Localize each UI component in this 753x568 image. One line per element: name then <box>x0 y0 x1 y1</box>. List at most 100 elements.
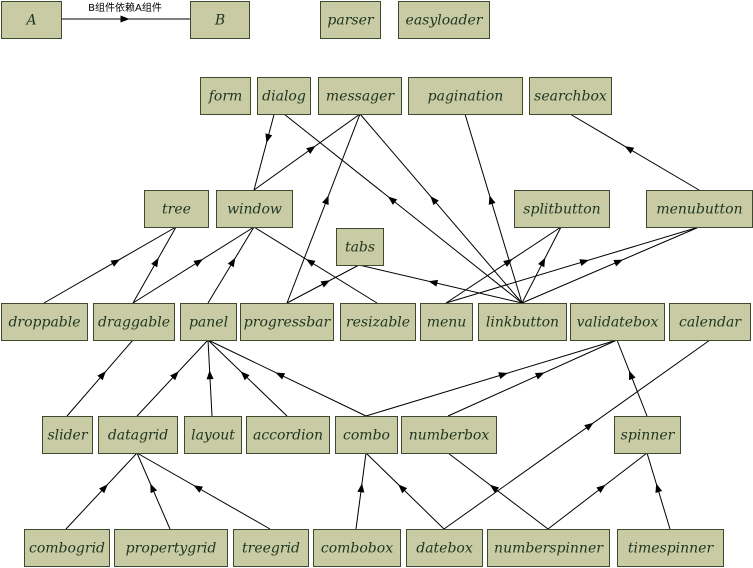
node-box-window <box>216 190 293 228</box>
node-resizable: resizable <box>340 303 416 341</box>
node-searchbox: searchbox <box>529 77 612 115</box>
node-menu: menu <box>420 303 473 341</box>
node-box-timespinner <box>617 529 724 567</box>
edge-datagrid-to-panel <box>136 339 209 417</box>
node-box-tree <box>144 190 209 228</box>
node-box-B <box>190 1 250 39</box>
arrowhead-linkbutton-to-tabs <box>428 279 439 287</box>
node-box-splitbutton <box>514 190 610 228</box>
node-label-draggable: draggable <box>98 315 170 331</box>
edge-droppable-to-tree <box>43 226 177 304</box>
node-box-numberbox <box>401 416 497 454</box>
node-box-parser <box>320 1 381 39</box>
arrowhead-timespinner-to-spinner <box>655 483 663 493</box>
arrowhead-accordion-to-panel <box>240 371 250 381</box>
node-box-searchbox <box>529 77 612 115</box>
node-box-draggable <box>93 303 175 341</box>
node-box-easyloader <box>398 1 490 39</box>
node-label-numberspinner: numberspinner <box>494 541 604 557</box>
edge-draggable-to-window <box>132 226 255 304</box>
node-panel: panel <box>180 303 237 341</box>
node-box-tabs <box>336 228 384 266</box>
node-label-datebox: datebox <box>416 541 473 557</box>
node-box-progressbar <box>240 303 334 341</box>
node-validatebox: validatebox <box>570 303 665 341</box>
node-easyloader: easyloader <box>398 1 490 39</box>
node-label-slider: slider <box>47 428 88 444</box>
edge-combogrid-to-datagrid <box>65 452 138 530</box>
arrowhead-menu-to-menubutton <box>579 259 589 266</box>
node-B: B <box>190 1 250 39</box>
arrowhead-menubutton-to-searchbox <box>624 146 635 154</box>
node-box-combo <box>335 416 398 454</box>
node-numberbox: numberbox <box>401 416 497 454</box>
node-label-layout: layout <box>191 428 235 444</box>
node-label-splitbutton: splitbutton <box>523 202 600 218</box>
edge-linkbutton-to-tabs <box>358 264 523 304</box>
node-box-datagrid <box>98 416 178 454</box>
node-label-treegrid: treegrid <box>242 541 300 557</box>
node-slider: slider <box>42 416 93 454</box>
node-label-datagrid: datagrid <box>108 428 168 444</box>
node-label-timespinner: timespinner <box>628 541 715 557</box>
node-spinner: spinner <box>614 416 681 454</box>
arrowhead-numberspinner-to-spinner <box>596 484 606 494</box>
node-accordion: accordion <box>246 416 330 454</box>
node-label-panel: panel <box>189 315 228 331</box>
node-box-calendar <box>669 303 751 341</box>
arrowhead-linkbutton-to-messager <box>430 196 439 206</box>
node-label-form: form <box>208 89 243 105</box>
node-draggable: draggable <box>93 303 175 341</box>
node-tabs: tabs <box>336 228 384 266</box>
node-datagrid: datagrid <box>98 416 178 454</box>
edge-numberspinner-to-spinner <box>547 452 648 530</box>
arrowhead-combobox-to-combo <box>357 483 365 493</box>
edge-numberbox-to-validatebox <box>447 339 618 417</box>
node-label-linkbutton: linkbutton <box>486 315 559 331</box>
node-datebox: datebox <box>406 529 483 567</box>
node-box-datebox <box>406 529 483 567</box>
dependency-edges <box>43 18 711 530</box>
node-layout: layout <box>184 416 242 454</box>
node-calendar: calendar <box>669 303 751 341</box>
node-form: form <box>200 77 251 115</box>
arrowhead-draggable-to-tree <box>151 257 159 268</box>
node-label-accordion: accordion <box>253 428 323 444</box>
edge-resizable-to-window <box>253 226 378 304</box>
arrowhead-datebox-to-calendar <box>584 422 594 431</box>
edge-datebox-to-combo <box>365 452 445 530</box>
node-box-panel <box>180 303 237 341</box>
node-box-dialog <box>257 77 311 115</box>
arrowhead-treegrid-to-datagrid <box>193 485 203 493</box>
arrowhead-combo-to-panel <box>275 372 286 380</box>
node-box-linkbutton <box>478 303 567 341</box>
arrowhead-progressbar-to-messager <box>322 195 329 205</box>
arrowhead-propertygrid-to-datagrid <box>150 483 158 494</box>
node-menubutton: menubutton <box>646 190 753 228</box>
arrowhead-dialog-to-window <box>265 133 273 144</box>
arrowhead-numberspinner-to-numberbox <box>489 484 500 494</box>
node-treegrid: treegrid <box>233 529 309 567</box>
node-box-A <box>1 1 62 39</box>
arrowhead-combogrid-to-datagrid <box>99 484 108 494</box>
edge-menu-to-splitbutton <box>445 226 562 304</box>
arrowhead-window-to-messager <box>306 145 316 154</box>
node-dialog: dialog <box>257 77 311 115</box>
node-label-progressbar: progressbar <box>244 315 332 331</box>
node-box-validatebox <box>570 303 665 341</box>
node-pagination: pagination <box>408 77 523 115</box>
node-label-dialog: dialog <box>262 89 306 105</box>
node-box-slider <box>42 416 93 454</box>
node-label-tree: tree <box>162 202 191 218</box>
node-label-parser: parser <box>327 13 374 29</box>
node-linkbutton: linkbutton <box>478 303 567 341</box>
node-label-spinner: spinner <box>621 428 676 444</box>
edge-linkbutton-to-dialog <box>283 113 523 304</box>
edge-slider-to-draggable <box>66 339 134 417</box>
arrowhead-droppable-to-tree <box>110 259 121 267</box>
arrowhead-slider-to-draggable <box>97 371 106 381</box>
node-propertygrid: propertygrid <box>114 529 228 567</box>
node-label-pagination: pagination <box>428 89 504 105</box>
